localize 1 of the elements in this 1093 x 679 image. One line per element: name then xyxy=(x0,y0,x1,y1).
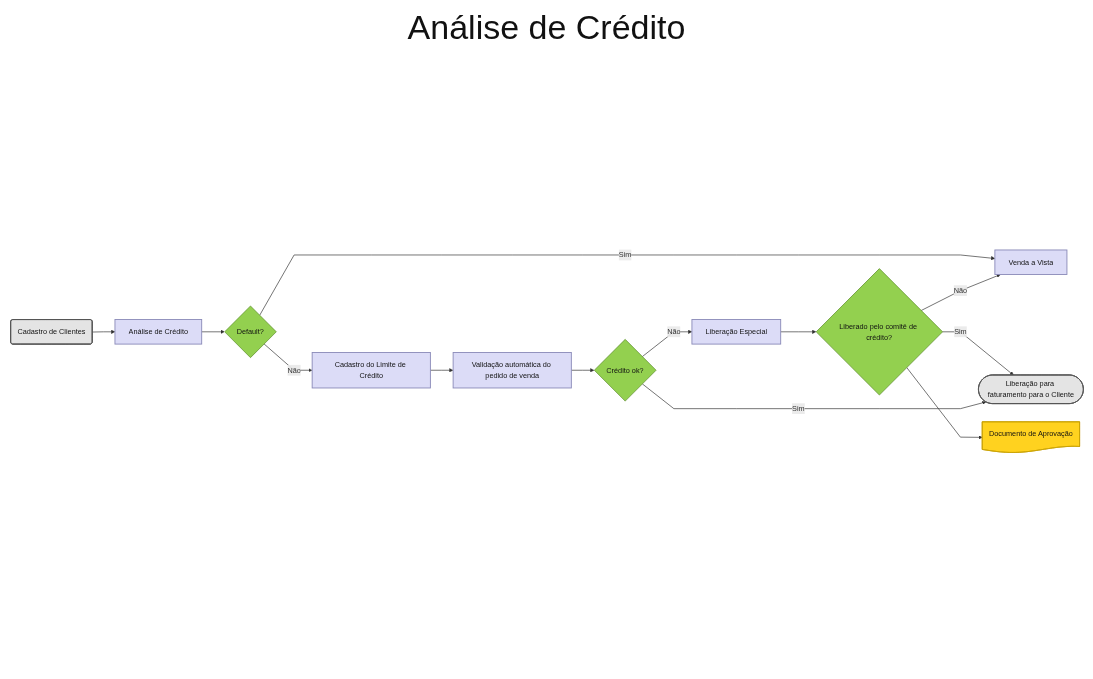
diagram-title: Análise de Crédito xyxy=(406,8,687,47)
